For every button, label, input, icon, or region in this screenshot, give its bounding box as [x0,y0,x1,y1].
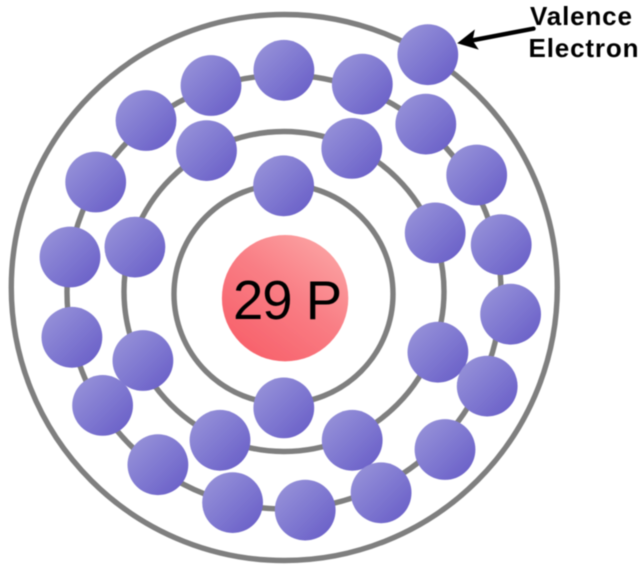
svg-text:Electron: Electron [529,33,639,63]
svg-text:Valence: Valence [530,1,633,31]
svg-text:29 P: 29 P [233,270,341,331]
